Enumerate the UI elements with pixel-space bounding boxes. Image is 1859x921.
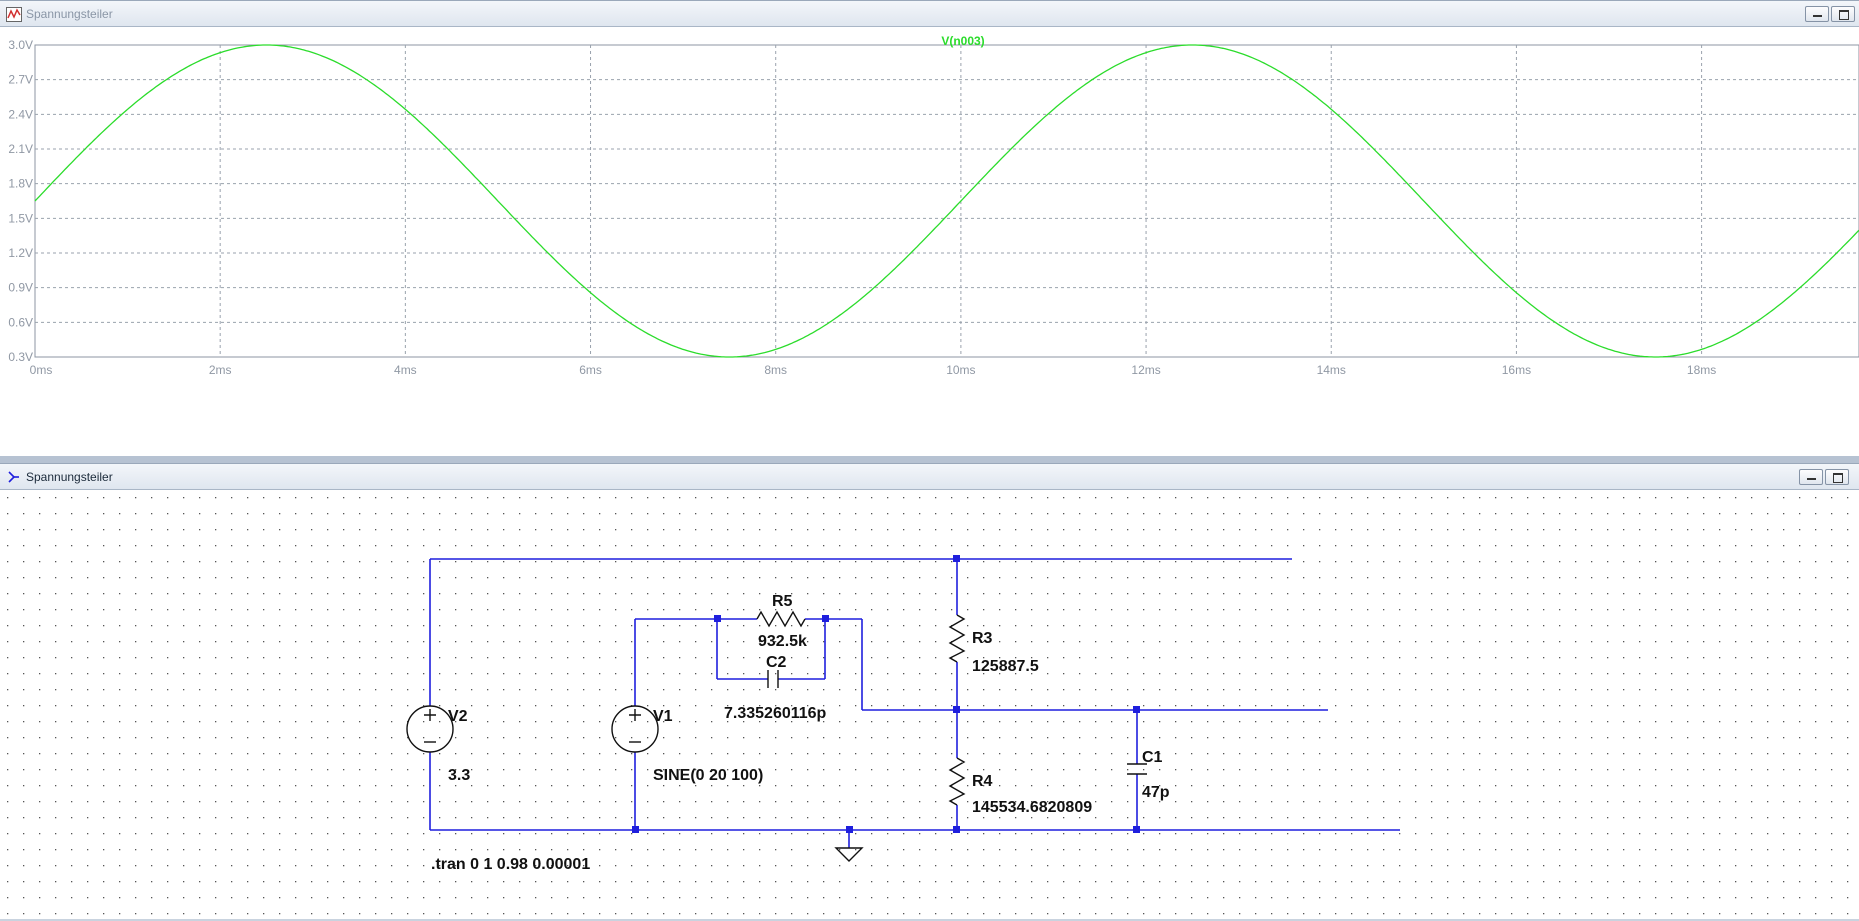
schematic-window: Spannungsteiler <box>0 463 1859 919</box>
junction-dot[interactable] <box>953 706 960 713</box>
y-tick-label: 3.0V <box>8 38 33 52</box>
schematic-window-title: Spannungsteiler <box>26 470 113 484</box>
x-tick-label: 6ms <box>579 363 602 377</box>
component-value-v2[interactable]: 3.3 <box>448 767 470 784</box>
junction-dot[interactable] <box>714 615 721 622</box>
maximize-button[interactable] <box>1825 469 1849 485</box>
grid-dots <box>6 490 1859 919</box>
component-value-v1[interactable]: SINE(0 20 100) <box>653 767 763 784</box>
voltage-source-symbol[interactable] <box>611 705 659 753</box>
y-tick-label: 0.6V <box>8 315 33 329</box>
capacitor-symbol[interactable] <box>1127 763 1147 775</box>
junction-dot[interactable] <box>846 826 853 833</box>
component-name-v1[interactable]: V1 <box>653 708 673 725</box>
plot-titlebar[interactable]: Spannungsteiler <box>0 0 1859 27</box>
maximize-icon <box>1839 10 1849 20</box>
component-name-c1[interactable]: C1 <box>1142 749 1163 766</box>
resistor-symbol[interactable] <box>948 614 966 663</box>
schematic-titlebar[interactable]: Spannungsteiler <box>0 463 1859 490</box>
schematic-icon <box>8 471 19 483</box>
plot-window: Spannungsteiler V(n003) 3.0V 2.7V 2.4V 2.1V… <box>0 0 1859 456</box>
y-tick-label: 1.5V <box>8 211 33 225</box>
resistor-symbol[interactable] <box>756 610 806 628</box>
voltage-source-symbol[interactable] <box>406 705 454 753</box>
x-tick-label: 12ms <box>1131 363 1160 377</box>
maximize-button[interactable] <box>1831 6 1855 22</box>
resistor-symbol[interactable] <box>948 757 966 806</box>
component-value-r4[interactable]: 145534.6820809 <box>972 799 1092 816</box>
junction-dot[interactable] <box>953 826 960 833</box>
waveform-chart[interactable]: V(n003) 3.0V 2.7V 2.4V 2.1V 1.8V 1.5V 1.2V 0.9V… <box>0 27 1859 456</box>
junction-dot[interactable] <box>632 826 639 833</box>
spice-directive[interactable]: .tran 0 1 0.98 0.00001 <box>431 856 590 873</box>
plot-window-title: Spannungsteiler <box>26 7 113 21</box>
plot-frame <box>34 44 1859 358</box>
x-tick-label: 14ms <box>1317 363 1346 377</box>
waveform-plot-icon <box>6 7 22 22</box>
junction-dot[interactable] <box>822 615 829 622</box>
schematic-canvas[interactable]: V2 3.3 V1 SINE(0 20 100) R5 932.5k C2 7.… <box>0 490 1859 919</box>
component-value-r5[interactable]: 932.5k <box>758 633 807 650</box>
y-tick-label: 2.4V <box>8 107 33 121</box>
schematic-drawing[interactable]: V2 3.3 V1 SINE(0 20 100) R5 932.5k C2 7.… <box>0 490 1859 919</box>
component-name-r3[interactable]: R3 <box>972 630 993 647</box>
plus-icon <box>424 709 436 721</box>
x-tick-label: 8ms <box>764 363 787 377</box>
x-tick-label: 18ms <box>1687 363 1716 377</box>
x-tick-label: 2ms <box>209 363 232 377</box>
minimize-icon <box>1807 478 1816 480</box>
window-divider <box>0 456 1859 463</box>
trace-label[interactable]: V(n003) <box>941 34 984 48</box>
plus-icon <box>629 709 641 721</box>
component-name-v2[interactable]: V2 <box>448 708 468 725</box>
waveform-plot-area[interactable]: V(n003) 3.0V 2.7V 2.4V 2.1V 1.8V 1.5V 1.2V 0.9V… <box>0 27 1859 456</box>
y-tick-label: 1.2V <box>8 246 33 260</box>
series-line-vn003[interactable] <box>34 44 1859 358</box>
y-tick-label: 0.3V <box>8 350 33 364</box>
component-value-c2[interactable]: 7.335260116p <box>724 705 827 722</box>
y-tick-label: 2.1V <box>8 142 33 156</box>
x-tick-label: 16ms <box>1502 363 1531 377</box>
component-value-r3[interactable]: 125887.5 <box>972 658 1039 675</box>
minimize-icon <box>1813 15 1822 17</box>
component-name-r4[interactable]: R4 <box>972 773 993 790</box>
x-tick-label: 10ms <box>946 363 975 377</box>
y-tick-label: 1.8V <box>8 177 33 191</box>
component-name-r5[interactable]: R5 <box>772 593 793 610</box>
y-tick-label: 2.7V <box>8 73 33 87</box>
ground-icon[interactable] <box>834 847 864 862</box>
junction-dot[interactable] <box>1133 826 1140 833</box>
junction-dot[interactable] <box>1133 706 1140 713</box>
minimize-button[interactable] <box>1799 469 1823 485</box>
component-value-c1[interactable]: 47p <box>1142 784 1170 801</box>
y-tick-label: 0.9V <box>8 281 33 295</box>
component-name-c2[interactable]: C2 <box>766 654 787 671</box>
maximize-icon <box>1833 473 1843 483</box>
junction-dot[interactable] <box>953 555 960 562</box>
capacitor-symbol[interactable] <box>767 670 779 688</box>
x-tick-label: 0ms <box>30 363 53 377</box>
minimize-button[interactable] <box>1805 6 1829 22</box>
x-tick-label: 4ms <box>394 363 417 377</box>
